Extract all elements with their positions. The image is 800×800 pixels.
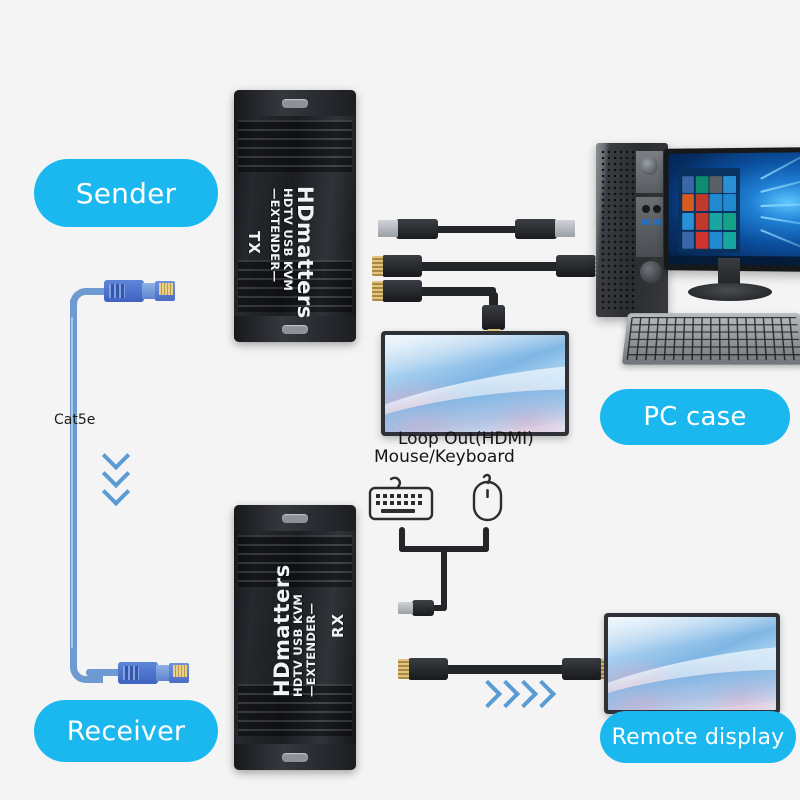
hdmi-connector-loop-left <box>372 280 422 302</box>
chevron-right-icon <box>527 679 557 709</box>
loop-out-display <box>381 331 569 436</box>
usb-connector-peripherals <box>398 600 434 616</box>
usb-connector-right <box>515 219 575 239</box>
hdmi-connector-upper-right <box>556 255 606 277</box>
badge-sender-label: Sender <box>75 176 177 210</box>
start-tile[interactable] <box>709 175 723 193</box>
monitor-base <box>688 283 772 301</box>
cat5e-cable-top-run <box>86 288 110 295</box>
hdmi-cable-remote <box>440 665 580 674</box>
sender-model-line2: —EXTENDER— <box>268 188 282 283</box>
chevron-down-icon <box>101 477 131 507</box>
start-tile[interactable] <box>723 194 737 212</box>
usb-connector-left <box>378 219 438 239</box>
hdmi-connector-upper-left <box>372 255 422 277</box>
hdmi-connector-remote-right <box>562 658 612 680</box>
sender-direction-label: TX <box>245 231 263 255</box>
desktop-tower <box>596 143 668 317</box>
keyboard-icon <box>367 476 435 530</box>
sender-extender-device: HDmatters HDTV USB KVM —EXTENDER— TX <box>234 90 356 342</box>
sender-brand-label: HDmatters <box>293 186 317 319</box>
badge-receiver[interactable]: Receiver <box>34 700 218 762</box>
loop-out-label: Loop Out(HDMI) <box>398 429 534 449</box>
start-tile[interactable] <box>709 194 723 212</box>
cat5e-cable-bottom-run <box>86 669 122 676</box>
sender-model-label: HDTV USB KVM —EXTENDER— <box>268 188 295 292</box>
receiver-direction-label: RX <box>329 612 347 638</box>
hdmi-connector-loop-down <box>482 305 505 338</box>
start-tile[interactable] <box>723 175 737 193</box>
pc-keyboard <box>621 313 800 365</box>
start-tile[interactable] <box>709 212 723 230</box>
badge-sender[interactable]: Sender <box>34 159 218 227</box>
badge-remote-display[interactable]: Remote display <box>600 711 796 763</box>
mouse-icon <box>466 472 508 530</box>
sender-model-line1: HDTV USB KVM <box>281 188 295 292</box>
badge-pc-case[interactable]: PC case <box>600 389 790 445</box>
start-tile[interactable] <box>695 194 709 212</box>
hdmi-cable-loop-out-vertical <box>489 292 498 310</box>
badge-pc-case-label: PC case <box>643 402 747 432</box>
start-tile[interactable] <box>681 194 695 212</box>
cat5e-direction-chevrons <box>101 441 131 507</box>
receiver-model-label: HDTV USB KVM —EXTENDER— <box>291 594 318 697</box>
remote-display <box>604 613 780 714</box>
start-tile[interactable] <box>723 212 737 231</box>
badge-receiver-label: Receiver <box>66 715 186 747</box>
windows-desktop-screen <box>668 152 800 266</box>
cat5e-label: Cat5e <box>54 412 96 428</box>
hdmi-cable-loop-out <box>414 287 496 296</box>
start-tile[interactable] <box>695 231 709 249</box>
start-tile[interactable] <box>681 175 695 193</box>
remote-direction-chevrons <box>473 679 557 709</box>
peripheral-bracket-left <box>399 527 405 552</box>
start-tile[interactable] <box>723 231 737 249</box>
start-tile[interactable] <box>695 175 709 193</box>
start-tile[interactable] <box>681 231 695 249</box>
usb-a-to-a-cable <box>430 226 560 233</box>
remote-display-screen <box>608 617 776 710</box>
start-tile[interactable] <box>681 212 695 230</box>
peripheral-cable-horizontal <box>428 605 447 611</box>
windows-monitor <box>663 147 800 272</box>
monitor-stand <box>718 258 740 290</box>
receiver-extender-device: HDmatters HDTV USB KVM —EXTENDER— RX <box>234 505 356 770</box>
peripheral-bracket-right <box>483 527 489 552</box>
receiver-model-line2: —EXTENDER— <box>304 602 318 697</box>
hdmi-connector-remote-left <box>398 658 448 680</box>
cat5e-cable-vertical <box>70 298 77 670</box>
start-tile[interactable] <box>709 231 723 249</box>
hdmi-cable-upper <box>414 262 574 271</box>
windows-start-menu[interactable] <box>677 167 741 253</box>
cat5e-cable-elbow-bottom <box>70 648 103 683</box>
peripheral-cable-vertical <box>441 546 447 611</box>
start-tile[interactable] <box>695 212 709 230</box>
badge-remote-display-label: Remote display <box>611 724 785 750</box>
mouse-keyboard-label: Mouse/Keyboard <box>374 447 515 467</box>
loop-out-screen <box>385 335 565 432</box>
